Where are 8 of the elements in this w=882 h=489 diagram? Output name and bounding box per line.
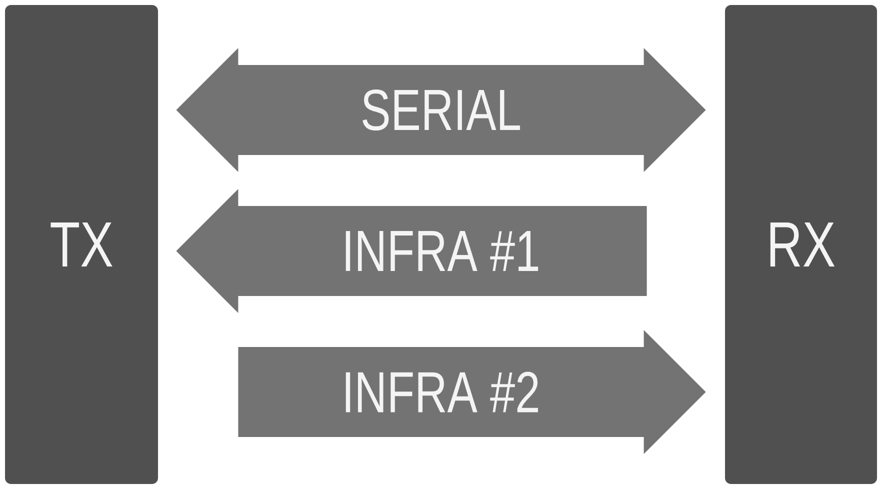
block-arrow — [176, 48, 706, 172]
block: TX — [5, 5, 158, 484]
edge-label: SERIAL — [362, 89, 520, 131]
edge-label: INFRA #1 — [346, 231, 538, 271]
block-arrow — [176, 188, 647, 313]
block-arrow — [238, 330, 706, 454]
edge-label: INFRA #2 — [346, 372, 538, 412]
block: RX — [725, 5, 877, 484]
